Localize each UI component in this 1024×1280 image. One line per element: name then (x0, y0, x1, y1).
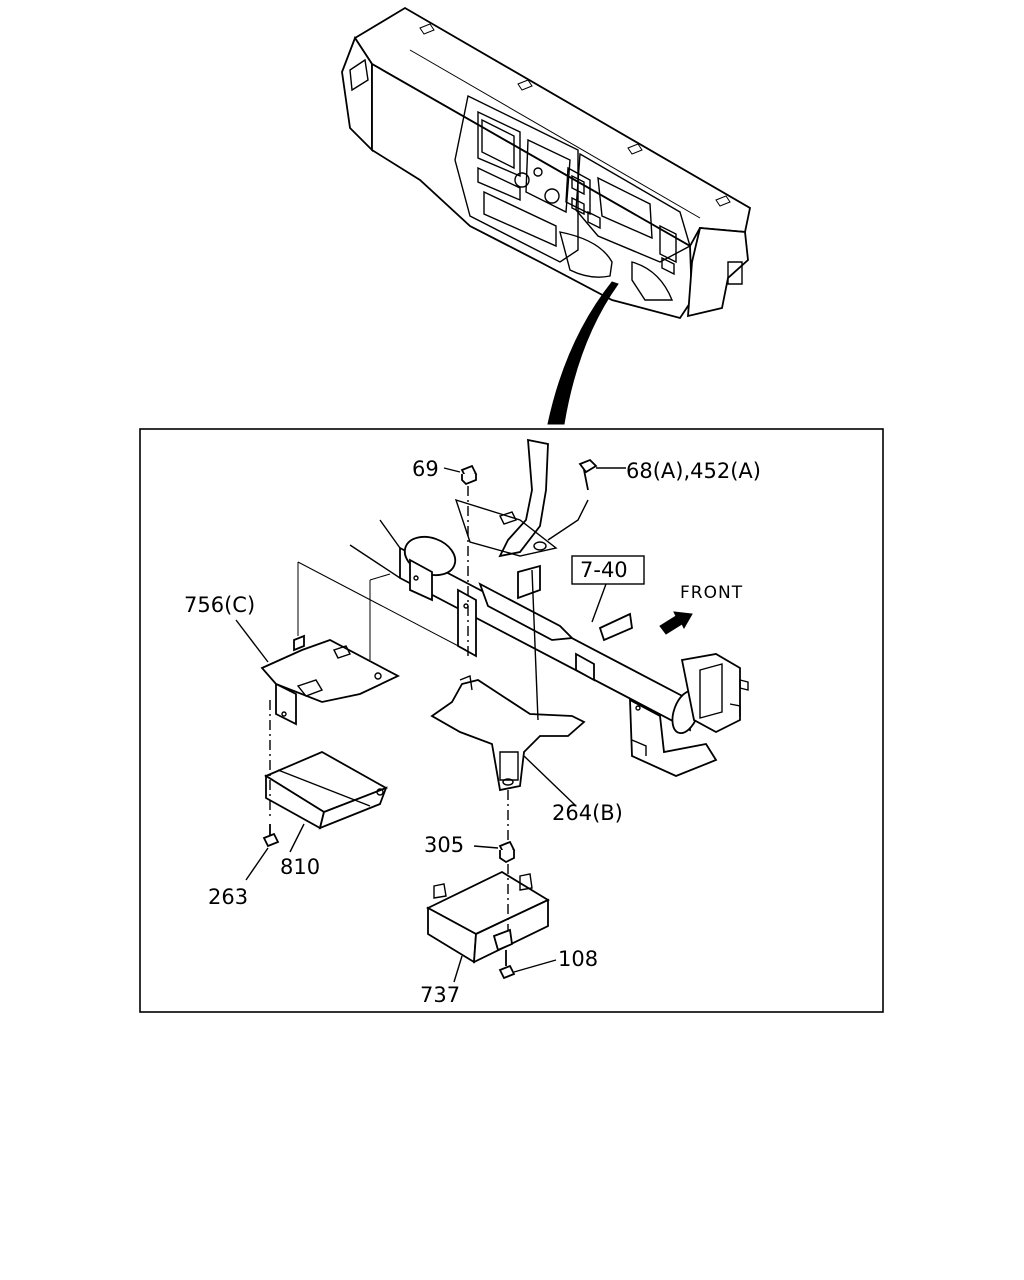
reference-box-frame (571, 555, 645, 585)
detail-pointer (547, 281, 619, 425)
callout-810: 810 (280, 855, 320, 879)
callout-68a-452a: 68(A),452(A) (626, 459, 761, 483)
callout-263: 263 (208, 885, 248, 909)
front-arrow-icon (659, 611, 693, 635)
module-810 (264, 750, 389, 853)
dashboard-overview (341, 6, 752, 320)
detail-frame (139, 428, 884, 1013)
callout-756c: 756(C) (184, 593, 255, 617)
reference-box-label: 7-40 (580, 558, 628, 582)
callout-737: 737 (420, 983, 460, 1007)
callout-69: 69 (412, 457, 439, 481)
callout-264b: 264(B) (552, 801, 623, 825)
bracket-264b (430, 569, 586, 807)
cross-member-beam (349, 438, 749, 777)
front-label: FRONT (680, 583, 743, 603)
callout-305: 305 (424, 833, 464, 857)
callout-108: 108 (558, 947, 598, 971)
module-737 (426, 870, 550, 983)
bracket-756c (235, 561, 467, 726)
fasteners (245, 458, 626, 980)
